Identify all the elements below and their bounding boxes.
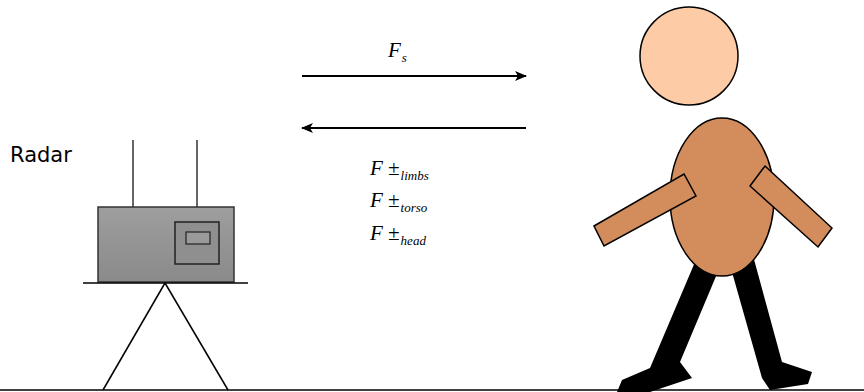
signal-label: F ± (370, 188, 400, 212)
signal-label-group: F ±limbs (370, 158, 429, 179)
ground-line (0, 389, 864, 391)
signal-label-group: F ±head (370, 223, 426, 244)
subscript-label: s (402, 50, 407, 65)
transmit-arrow (302, 75, 526, 77)
part-label-group: Radar (10, 145, 72, 166)
walking-person (594, 7, 832, 392)
subscript-label: torso (401, 200, 428, 215)
signal-label-group: F ±torso (370, 190, 427, 211)
subscript-label: limbs (401, 168, 429, 183)
signal-label-group: Fs (388, 40, 407, 61)
signal-label: F (388, 38, 401, 62)
echo-arrow (302, 127, 526, 129)
radar-symbol (83, 140, 248, 390)
signal-label: F ± (370, 156, 400, 180)
subscript-label: head (401, 233, 426, 248)
signal-label: F ± (370, 221, 400, 245)
part-label: Radar (10, 143, 72, 167)
